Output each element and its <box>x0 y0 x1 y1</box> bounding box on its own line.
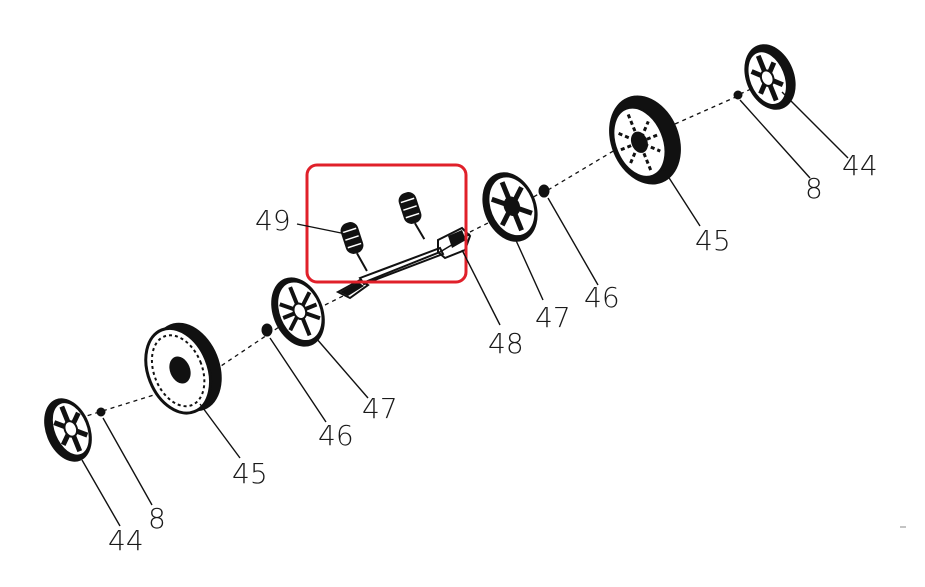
highlight-box <box>305 163 468 284</box>
label-46-right: 46 <box>584 281 620 314</box>
callout-labels: 44 8 45 46 47 48 49 47 46 45 8 44 <box>108 149 878 557</box>
bearing-left-part <box>261 323 273 337</box>
wheel-rim-right-part <box>482 172 538 242</box>
label-8-right: 8 <box>805 172 823 205</box>
axle-bolt-right-part <box>733 90 743 100</box>
label-45-right: 45 <box>695 224 731 257</box>
label-46-left: 46 <box>318 419 354 452</box>
label-8-left: 8 <box>148 502 166 535</box>
label-44-right: 44 <box>842 149 878 182</box>
label-44-left: 44 <box>108 524 144 557</box>
label-49: 49 <box>255 204 291 237</box>
label-47-left: 47 <box>362 392 398 425</box>
hub-cap-left-part <box>44 398 92 462</box>
leader-lines <box>81 91 849 527</box>
spring-left-part <box>340 222 368 272</box>
spring-right-part <box>398 192 426 240</box>
axle-bolt-left-part <box>96 407 106 417</box>
label-47-right: 47 <box>535 301 571 334</box>
bearing-right-part <box>538 184 550 198</box>
tire-left-part <box>144 322 222 415</box>
label-48: 48 <box>488 327 524 360</box>
wheel-rim-left-part <box>271 277 325 347</box>
tire-right-part <box>609 95 681 185</box>
label-45-left: 45 <box>232 457 268 490</box>
